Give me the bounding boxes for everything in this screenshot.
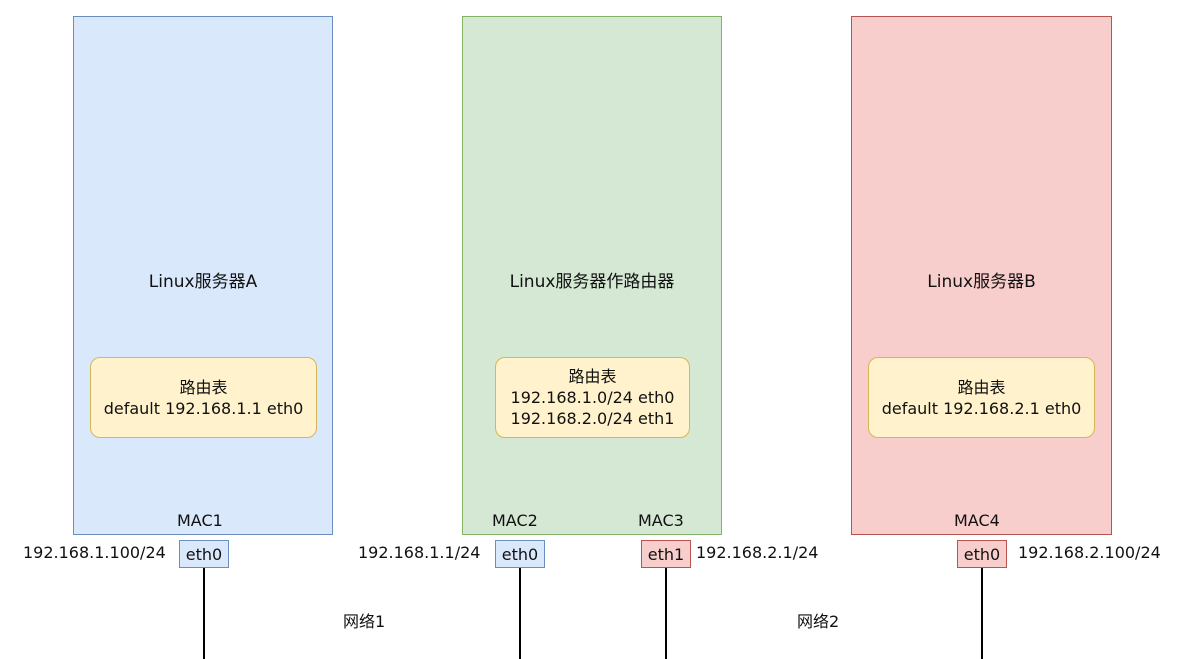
network-1-label: 网络1 bbox=[343, 612, 386, 631]
server-b-eth0-port: eth0 bbox=[957, 540, 1007, 568]
router-eth0-link-line bbox=[519, 568, 521, 659]
router-eth1-link-line bbox=[665, 568, 667, 659]
server-b-ip-label: 192.168.2.100/24 bbox=[1018, 543, 1161, 562]
route-table-row: default 192.168.1.1 eth0 bbox=[103, 398, 304, 418]
route-table-title: 路由表 bbox=[957, 377, 1006, 397]
route-table-row: 192.168.1.0/24 eth0 bbox=[510, 388, 675, 407]
server-b-box: Linux服务器B bbox=[851, 16, 1112, 535]
router-route-table: 路由表 192.168.1.0/24 eth0 192.168.2.0/24 e… bbox=[495, 357, 690, 438]
router-box: Linux服务器作路由器 bbox=[462, 16, 722, 535]
route-table-title: 路由表 bbox=[179, 377, 228, 397]
router-eth1-port: eth1 bbox=[641, 540, 691, 568]
server-a-link-line bbox=[203, 568, 205, 659]
server-a-ip-label: 192.168.1.100/24 bbox=[23, 543, 166, 562]
router-mac3-label: MAC3 bbox=[638, 511, 684, 530]
route-table-row: 192.168.2.0/24 eth1 bbox=[510, 409, 675, 428]
server-a-mac-label: MAC1 bbox=[177, 511, 223, 530]
route-table-title: 路由表 bbox=[568, 367, 617, 386]
server-b-route-table: 路由表 default 192.168.2.1 eth0 bbox=[868, 357, 1095, 438]
server-a-title: Linux服务器A bbox=[148, 272, 258, 292]
server-a-eth0-port: eth0 bbox=[179, 540, 229, 568]
server-b-title: Linux服务器B bbox=[927, 272, 1036, 292]
server-b-mac-label: MAC4 bbox=[954, 511, 1000, 530]
server-a-route-table: 路由表 default 192.168.1.1 eth0 bbox=[90, 357, 317, 438]
router-eth1-ip-label: 192.168.2.1/24 bbox=[696, 543, 819, 562]
server-a-box: Linux服务器A bbox=[73, 16, 333, 535]
router-eth0-port: eth0 bbox=[495, 540, 545, 568]
router-eth0-ip-label: 192.168.1.1/24 bbox=[358, 543, 481, 562]
route-table-row: default 192.168.2.1 eth0 bbox=[881, 398, 1082, 418]
network-2-label: 网络2 bbox=[797, 612, 840, 631]
server-b-link-line bbox=[981, 568, 983, 659]
router-mac2-label: MAC2 bbox=[492, 511, 538, 530]
router-title: Linux服务器作路由器 bbox=[509, 272, 675, 292]
